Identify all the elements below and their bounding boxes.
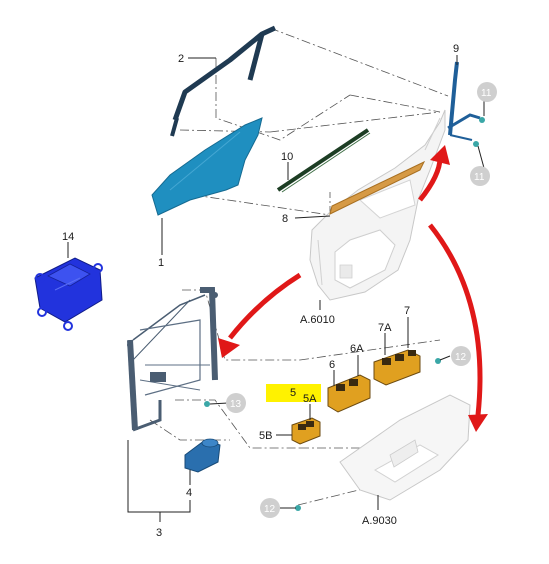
label-3: 3 bbox=[156, 527, 162, 539]
label-9: 9 bbox=[453, 43, 459, 55]
switch-5 bbox=[291, 417, 321, 445]
label-8: 8 bbox=[282, 213, 288, 225]
inner-belt-seal bbox=[329, 160, 426, 215]
window-channel-seal bbox=[170, 25, 277, 137]
door-glass bbox=[151, 117, 263, 216]
label-4: 4 bbox=[186, 487, 192, 499]
belt-seal-strip bbox=[276, 128, 371, 193]
label-10: 10 bbox=[281, 151, 293, 163]
label-7a: 7A bbox=[378, 322, 392, 334]
door-control-module bbox=[34, 257, 103, 331]
label-2: 2 bbox=[178, 53, 184, 65]
label-a9030: A.9030 bbox=[362, 515, 397, 527]
switch-6 bbox=[327, 374, 371, 413]
label-6: 6 bbox=[329, 359, 335, 371]
switch-7 bbox=[373, 349, 421, 386]
label-11-top: 11 bbox=[481, 88, 492, 99]
label-12-right: 12 bbox=[455, 352, 467, 363]
label-14: 14 bbox=[62, 231, 74, 243]
label-a6010: A.6010 bbox=[300, 314, 335, 326]
window-motor bbox=[184, 438, 221, 473]
window-regulator bbox=[127, 287, 218, 432]
door-trim-panel bbox=[339, 394, 471, 501]
label-5: 5 bbox=[290, 387, 296, 399]
label-11-bottom: 11 bbox=[474, 172, 485, 183]
label-13: 13 bbox=[230, 399, 242, 410]
red-arrows bbox=[218, 145, 488, 432]
door-inner-frame bbox=[309, 109, 446, 301]
label-6a: 6A bbox=[350, 343, 364, 355]
highlight-box bbox=[266, 384, 321, 402]
grey-callouts bbox=[226, 82, 497, 518]
label-5a: 5A bbox=[303, 393, 317, 405]
fasteners bbox=[295, 358, 441, 511]
label-7: 7 bbox=[404, 305, 410, 317]
label-5b: 5B bbox=[259, 430, 272, 442]
label-12-bottom: 12 bbox=[264, 504, 276, 515]
label-1: 1 bbox=[158, 257, 164, 269]
rear-run-channel bbox=[447, 61, 485, 147]
